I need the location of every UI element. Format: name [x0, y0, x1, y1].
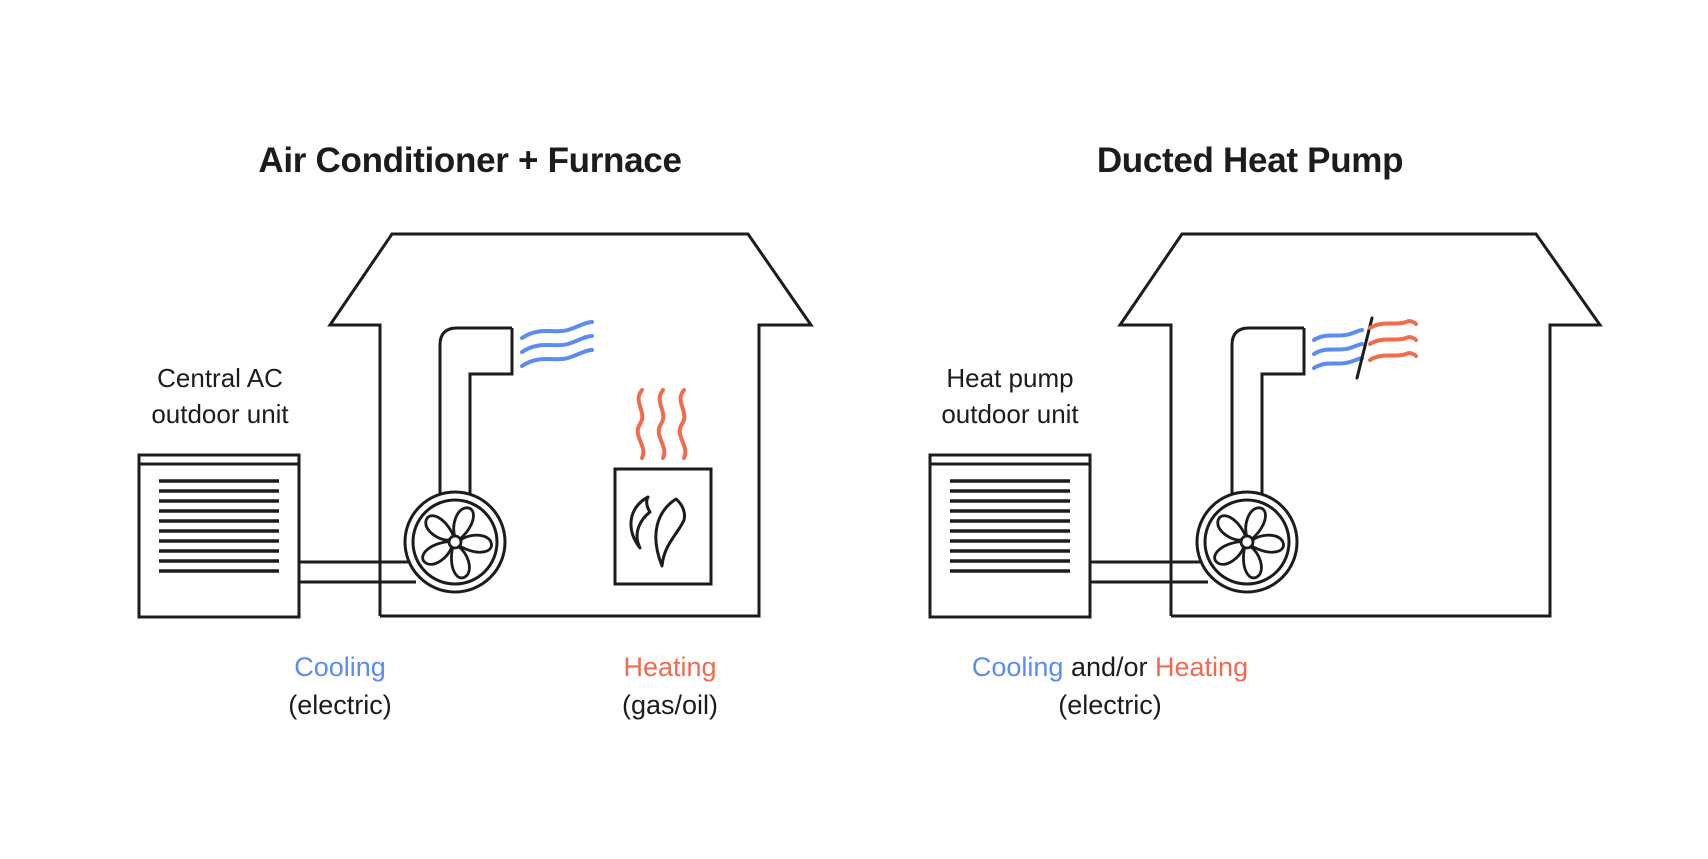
- right-caption: Cooling and/or Heating (electric): [900, 648, 1320, 724]
- left-blower-fan-icon: [403, 490, 507, 594]
- left-cooling-label: Cooling: [294, 652, 386, 682]
- right-source: (electric): [1058, 690, 1162, 720]
- right-duct: [1230, 326, 1306, 494]
- left-outdoor-unit-label-line2: outdoor unit: [151, 399, 289, 429]
- left-duct: [438, 326, 514, 494]
- left-outdoor-unit-label: Central AC outdoor unit: [100, 360, 340, 432]
- left-heating-label: Heating: [623, 652, 717, 682]
- heat-waves-icon: [635, 388, 688, 460]
- right-heating-label: Heating: [1155, 652, 1249, 682]
- right-heat-air-waves-icon: [1368, 319, 1418, 362]
- right-caption-line1: Cooling and/or Heating: [900, 648, 1320, 686]
- left-refrigerant-line: [298, 560, 416, 584]
- left-cooling-source: (electric): [288, 690, 392, 720]
- right-blower-fan-icon: [1195, 490, 1299, 594]
- right-cool-air-waves-icon: [1312, 328, 1364, 370]
- left-cooling-caption: Cooling (electric): [240, 648, 440, 724]
- left-outdoor-unit-label-line1: Central AC: [157, 363, 283, 393]
- furnace-icon: [613, 467, 713, 586]
- right-outdoor-unit-label: Heat pump outdoor unit: [890, 360, 1130, 432]
- right-outdoor-unit-icon: [928, 453, 1092, 619]
- right-cooling-label: Cooling: [971, 652, 1064, 682]
- left-house-outline: [327, 232, 814, 618]
- right-outdoor-unit-label-line1: Heat pump: [946, 363, 1074, 393]
- furnace-flame-icon: [629, 495, 686, 568]
- left-heating-source: (gas/oil): [621, 690, 719, 720]
- right-connector: and/or: [1063, 652, 1156, 682]
- left-cool-air-waves-icon: [520, 320, 594, 368]
- left-heating-caption: Heating (gas/oil): [570, 648, 770, 724]
- right-title: Ducted Heat Pump: [1096, 141, 1404, 180]
- left-outdoor-unit-icon: [137, 453, 301, 619]
- right-house-outline: [1117, 232, 1603, 618]
- right-refrigerant-line: [1090, 560, 1208, 584]
- right-outdoor-unit-label-line2: outdoor unit: [941, 399, 1079, 429]
- left-title: Air Conditioner + Furnace: [258, 141, 682, 180]
